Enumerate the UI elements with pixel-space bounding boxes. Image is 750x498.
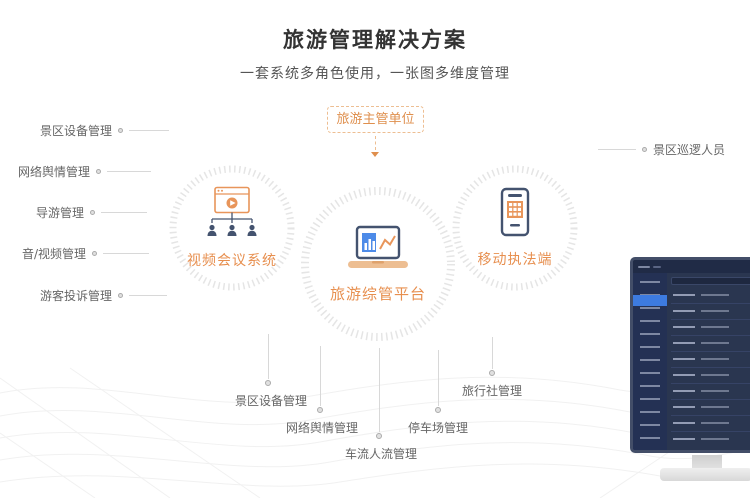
- connector-dot: [90, 210, 96, 215]
- connector-line: [107, 171, 152, 172]
- label-text: 景区巡逻人员: [653, 143, 726, 157]
- topbar-item: [638, 265, 650, 268]
- label-text: 导游管理: [36, 206, 85, 220]
- connector-dot: [118, 128, 124, 133]
- bottom-label: 停车场管理: [407, 421, 468, 435]
- connector-line: [129, 130, 170, 131]
- connector-dot: [489, 370, 495, 376]
- connector-dot: [435, 407, 441, 413]
- left-label-row: 景区设备管理: [40, 122, 170, 139]
- connector-line: [129, 295, 168, 296]
- dashboard-sidebar: [633, 273, 667, 450]
- left-label-row: 游客投诉管理: [40, 287, 168, 304]
- node-label-video-conference: 视频会议系统: [187, 253, 277, 269]
- dashboard-search-row: [671, 277, 750, 285]
- bottom-label: 网络舆情管理: [285, 421, 358, 435]
- node-label-mobile-enforcement: 移动执法端: [477, 252, 553, 268]
- bottom-label: 旅行社管理: [461, 384, 522, 398]
- connector-line: [103, 253, 150, 254]
- connector-dot: [317, 407, 323, 413]
- tourism-authority-box: 旅游主管单位: [327, 106, 424, 133]
- bottom-label: 景区设备管理: [234, 394, 307, 408]
- connector-dot: [96, 169, 102, 174]
- dashboard-search-input: [671, 277, 750, 285]
- platform-laptop-icon: [346, 225, 410, 275]
- connector-line: [438, 350, 439, 406]
- dashboard-table: [671, 289, 750, 446]
- left-label-row: 网络舆情管理: [18, 163, 152, 180]
- connector-line: [101, 212, 148, 213]
- page-title: 旅游管理解决方案: [283, 28, 467, 52]
- dashboard-topbar: [633, 260, 750, 273]
- left-label-row: 音/视频管理: [22, 245, 150, 262]
- connector-dot: [376, 433, 382, 439]
- connector-dot: [265, 380, 271, 386]
- label-text: 景区设备管理: [40, 124, 113, 138]
- connector-dot: [642, 147, 647, 152]
- connector-line: [492, 337, 493, 369]
- dashboard-main: [667, 273, 750, 450]
- connector-line: [320, 346, 321, 406]
- node-platform: 旅游综管平台: [300, 186, 456, 342]
- connector-dot: [92, 251, 98, 256]
- connector-line: [268, 334, 269, 379]
- node-mobile-enforcement: 移动执法端: [452, 165, 578, 291]
- connector-dot: [118, 293, 124, 298]
- monitor-stand-base: [660, 468, 750, 481]
- authority-connector-line: [375, 136, 376, 150]
- dashboard-body: [633, 273, 750, 450]
- label-text: 网络舆情管理: [18, 165, 91, 179]
- node-video-conference: 视频会议系统: [169, 165, 295, 291]
- connector-line: [598, 149, 636, 150]
- bottom-label: 车流人流管理: [344, 447, 417, 461]
- left-label-row: 导游管理: [36, 204, 148, 221]
- connector-line: [379, 348, 380, 432]
- page-subtitle: 一套系统多角色使用，一张图多维度管理: [240, 66, 510, 82]
- label-text: 音/视频管理: [22, 247, 87, 261]
- right-label-row: 景区巡逻人员: [598, 141, 725, 158]
- label-text: 游客投诉管理: [40, 289, 113, 303]
- topbar-item: [653, 265, 661, 268]
- dashboard-monitor: [630, 257, 750, 453]
- mobile-enforcement-icon: [497, 187, 533, 241]
- node-label-platform: 旅游综管平台: [329, 284, 426, 303]
- down-arrow-icon: [371, 152, 379, 157]
- video-conference-icon: [203, 186, 261, 242]
